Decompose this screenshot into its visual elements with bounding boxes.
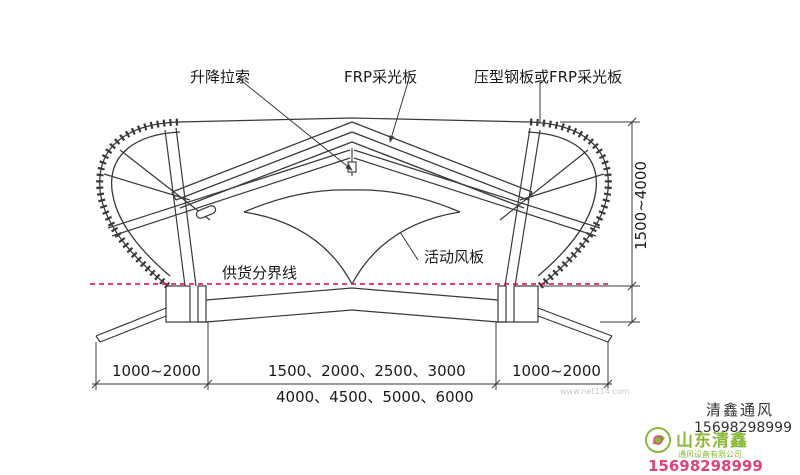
right-hood-outer (529, 121, 609, 287)
frame-struts (103, 127, 605, 287)
label-frp-panel: FRP采光板 (344, 68, 417, 86)
logo-dot-icon (653, 435, 663, 445)
leader-lift-cable (237, 77, 353, 171)
height-dimension (540, 117, 640, 327)
company-logo (645, 427, 671, 453)
company-phone: 15698298999 (694, 420, 792, 436)
left-hood-outer (99, 121, 179, 287)
width-dimension (91, 322, 613, 390)
base-roof (95, 307, 613, 343)
movable-damper (243, 189, 461, 285)
damper-right (351, 211, 461, 285)
label-movable-damper: 活动风板 (424, 248, 484, 266)
left-hood-corrugation (96, 118, 179, 289)
right-hood-corrugation (529, 118, 612, 289)
damper-left (243, 211, 353, 285)
lift-cable (347, 148, 357, 176)
logo-name: 山东清鑫 (676, 430, 748, 451)
base-walls (165, 285, 539, 323)
left-hood-inner (111, 131, 181, 277)
leader-damper (399, 231, 419, 261)
damper-top (243, 189, 461, 213)
dim-throat-row2: 4000、4500、5000、6000 (276, 388, 474, 406)
right-rain-hood (527, 118, 612, 289)
dim-throat-row1: 1500、2000、2500、3000 (268, 362, 466, 380)
company-name: 清鑫通风 (706, 401, 774, 419)
logo-phone: 15698298999 (648, 457, 763, 475)
label-lift-cable: 升降拉索 (190, 68, 250, 86)
label-height-range: 1500~4000 (632, 161, 650, 250)
pulley-roller (195, 205, 217, 219)
hood-top-lines (177, 117, 531, 123)
left-rain-hood (96, 118, 181, 289)
logo-ring-icon (645, 427, 671, 453)
leader-frp-panel (389, 81, 409, 143)
leader-lines (237, 77, 541, 261)
lower-louvres (107, 149, 601, 237)
faint-watermark-url: www.net114.com (560, 387, 630, 396)
right-hood-inner (527, 131, 597, 277)
label-supply-boundary: 供货分界线 (222, 264, 297, 282)
label-steel-or-frp: 压型钢板或FRP采光板 (474, 68, 622, 86)
dim-left-width: 1000~2000 (112, 362, 201, 380)
dim-right-width: 1000~2000 (512, 362, 601, 380)
logo-subtitle: 通风设备有限公司 (678, 449, 742, 459)
